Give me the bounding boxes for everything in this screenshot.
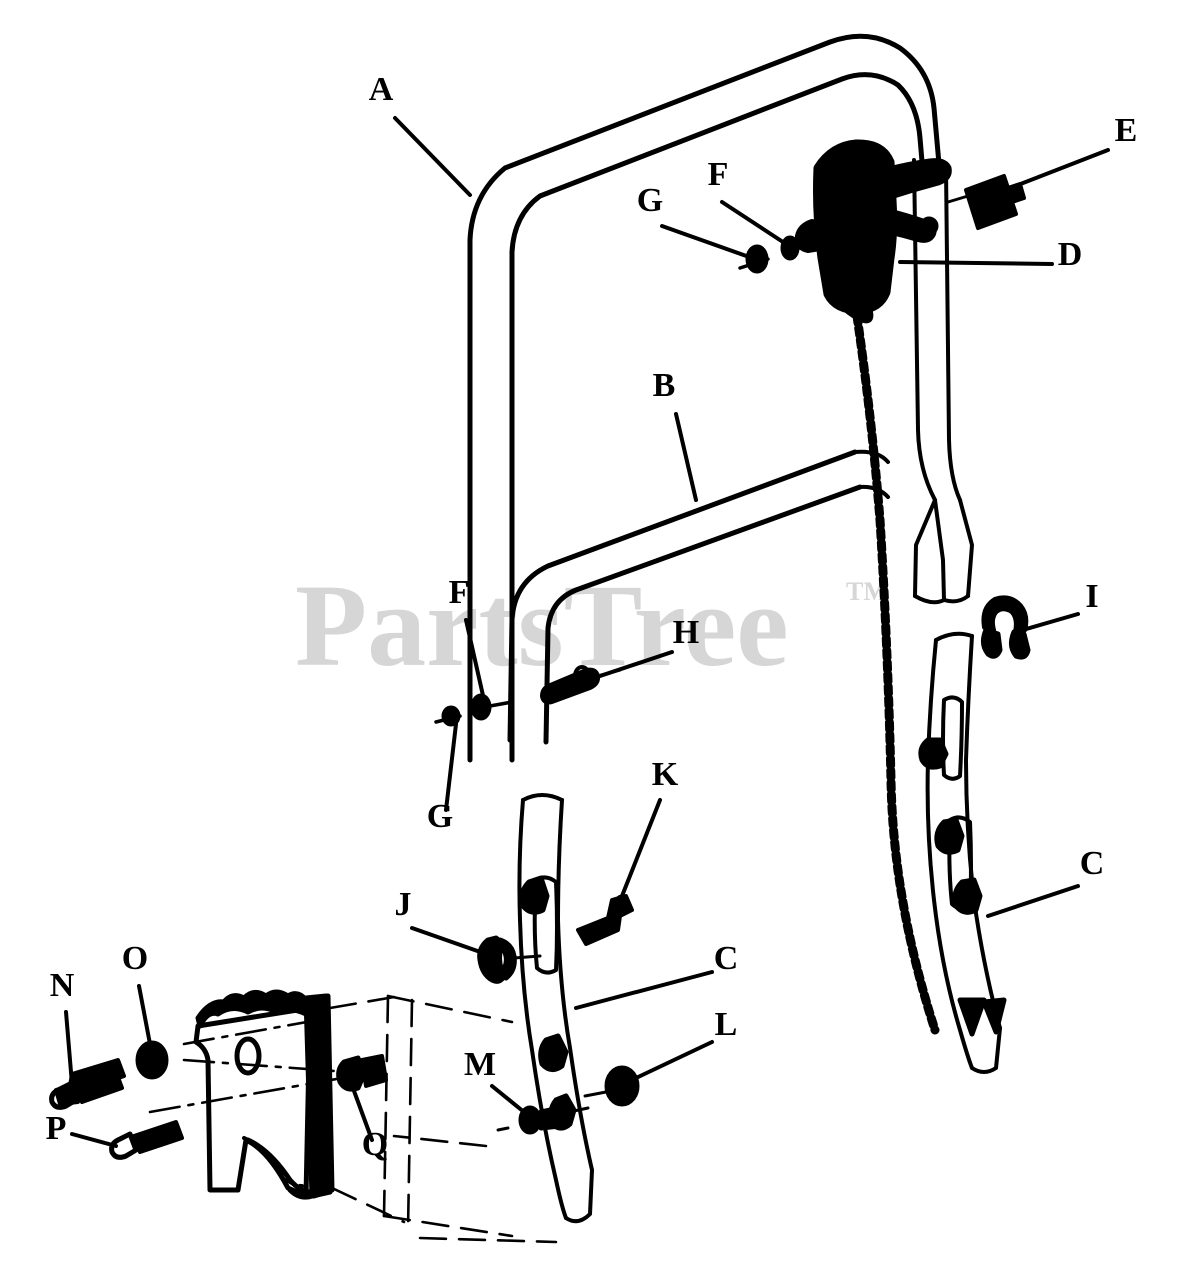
handle-arm-left-part-c <box>517 793 594 1224</box>
lower-handle-crossbar-part-b <box>507 449 890 745</box>
line-art: A B C C D E F F G G H I J K L M N O P Q <box>46 33 1138 1244</box>
callout-label-o: O <box>122 940 148 977</box>
callout-label-c-left: C <box>714 940 739 977</box>
control-cable <box>852 311 940 1035</box>
callout-label-n: N <box>50 967 75 1004</box>
callout-label-a: A <box>369 71 394 108</box>
callout-label-f-lower: F <box>449 574 470 611</box>
watermark-text: PartsTree <box>295 560 789 691</box>
callout-labels: A B C C D E F F G G H I J K L M N O P Q <box>46 71 1138 1163</box>
upper-handle-bar-part-a <box>467 33 943 763</box>
mounting-bracket <box>193 989 335 1200</box>
lower-fasteners-f-g-h <box>434 665 622 727</box>
lock-nut-part-m <box>496 1105 590 1135</box>
callout-label-b: B <box>653 367 676 404</box>
callout-label-q: Q <box>362 1126 388 1163</box>
callout-label-m: M <box>464 1046 496 1083</box>
callout-label-g-lower: G <box>427 798 453 835</box>
callout-label-d: D <box>1058 236 1083 273</box>
callout-label-g-upper: G <box>637 182 663 219</box>
handle-arm-right-part-c <box>918 631 1007 1074</box>
right-upper-bar <box>912 158 974 605</box>
callout-label-h: H <box>673 614 699 651</box>
projection-lines <box>148 994 558 1244</box>
cable-clip-part-i <box>980 595 1031 660</box>
callout-label-i: I <box>1085 578 1098 615</box>
shoulder-bolt-part-k <box>576 894 634 946</box>
callout-label-k: K <box>652 756 679 793</box>
mounting-bolt-part-n <box>49 1058 126 1110</box>
flat-washer-part-l <box>583 1065 640 1107</box>
callout-label-f-upper: F <box>708 156 729 193</box>
callout-label-e: E <box>1115 112 1138 149</box>
callout-label-p: P <box>46 1110 67 1147</box>
leader-lines <box>64 116 1110 1148</box>
mounting-washer-part-o <box>135 1040 169 1080</box>
callout-label-c-right: C <box>1080 845 1105 882</box>
mounting-bolt-part-p <box>109 1120 184 1160</box>
callout-label-l: L <box>715 1006 738 1043</box>
control-lever-part-d <box>794 139 952 324</box>
lever-bolt-part-e <box>946 174 1026 230</box>
callout-label-j: J <box>395 886 412 923</box>
spring-clip-part-j <box>477 935 542 984</box>
